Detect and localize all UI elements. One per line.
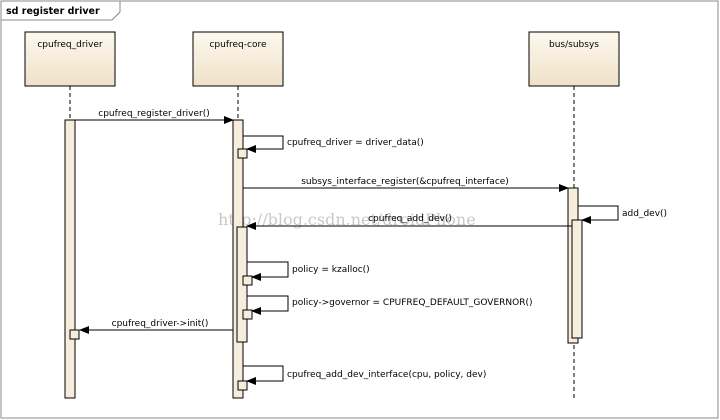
message-kzalloc-self-call: policy = kzalloc()	[247, 261, 370, 281]
message-default-governor-self-call: policy->governor = CPUFREQ_DEFAULT_GOVER…	[247, 295, 533, 315]
message-driver-init: cpufreq_driver->init()	[79, 319, 233, 334]
activation-bar-driver	[64, 119, 76, 399]
call-box	[242, 275, 253, 286]
call-box	[242, 309, 253, 320]
message-label: cpufreq_driver->init()	[112, 319, 209, 329]
message-label: cpufreq_register_driver()	[98, 109, 210, 119]
activation-bar-subsys-nested	[571, 219, 583, 339]
call-box	[69, 329, 80, 340]
message-label: cpufreq_add_dev_interface(cpu, policy, d…	[287, 370, 486, 380]
message-label: add_dev()	[622, 209, 667, 219]
message-label: cpufreq_add_dev()	[368, 214, 452, 224]
participant-label: cpufreq_driver	[37, 40, 103, 50]
message-label: policy = kzalloc()	[292, 265, 370, 275]
message-cpufreq-add-dev: cpufreq_add_dev()	[246, 214, 572, 230]
message-label: cpufreq_driver = driver_data()	[287, 138, 424, 148]
message-add-dev-interface-self-call: cpufreq_add_dev_interface(cpu, policy, d…	[243, 365, 486, 385]
message-label: subsys_interface_register(&cpufreq_inter…	[301, 177, 509, 187]
message-cpufreq-register-driver: cpufreq_register_driver()	[75, 109, 234, 124]
participant-cpufreq-driver: cpufreq_driver	[24, 31, 116, 87]
call-box	[237, 148, 248, 159]
message-add-dev-self-call: add_dev()	[578, 205, 667, 224]
watermark-text: http://blog.csdn.net/droidPhone	[218, 210, 476, 229]
participant-label: cpufreq-core	[209, 40, 266, 50]
message-label: policy->governor = CPUFREQ_DEFAULT_GOVER…	[292, 298, 533, 308]
participant-bus-subsys: bus/subsys	[528, 31, 620, 87]
participant-cpufreq-core: cpufreq-core	[192, 31, 284, 87]
frame-title: sd register driver	[6, 6, 100, 17]
call-box	[237, 380, 248, 391]
message-driver-data-self-call: cpufreq_driver = driver_data()	[243, 135, 424, 153]
message-subsys-interface-register: subsys_interface_register(&cpufreq_inter…	[243, 177, 569, 192]
participant-label: bus/subsys	[549, 40, 599, 50]
